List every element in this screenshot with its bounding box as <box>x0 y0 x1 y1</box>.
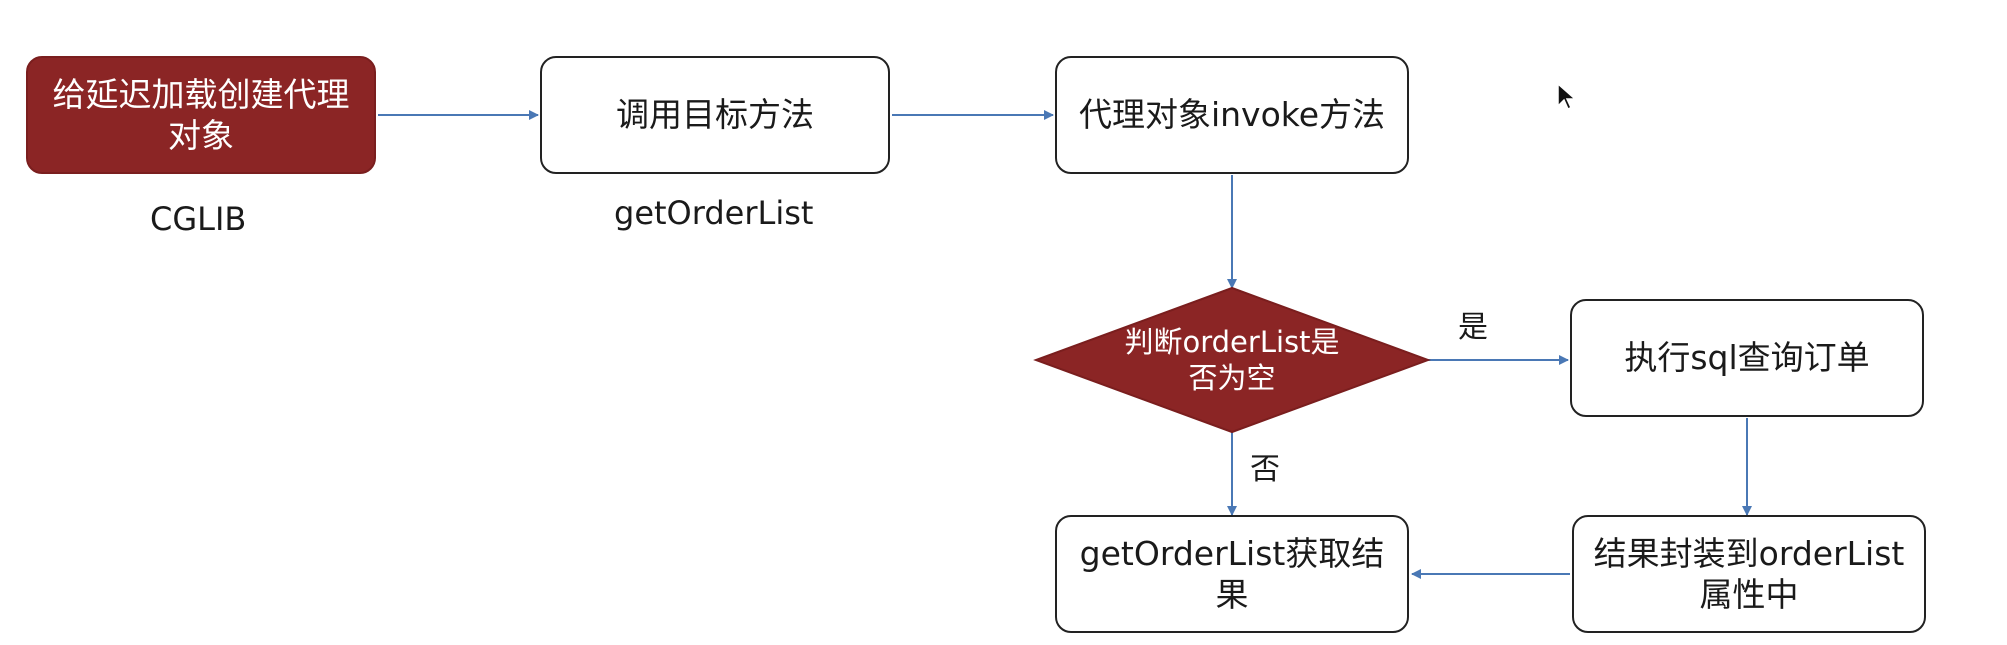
decision-label: 判断orderList是否为空 <box>1124 324 1340 395</box>
call-target-method-node: 调用目标方法 <box>540 56 890 174</box>
create-proxy-node: 给延迟加载创建代理对象 <box>26 56 376 174</box>
yes-label: 是 <box>1458 310 1488 345</box>
get-order-list-caption: getOrderList <box>614 194 814 232</box>
decision-diamond <box>1033 286 1431 434</box>
get-result-node: getOrderList获取结果 <box>1055 515 1409 633</box>
mouse-pointer-icon <box>1557 82 1577 111</box>
cglib-caption: CGLIB <box>150 200 247 238</box>
no-label: 否 <box>1250 452 1280 487</box>
exec-sql-node: 执行sql查询订单 <box>1570 299 1924 417</box>
proxy-invoke-node: 代理对象invoke方法 <box>1055 56 1409 174</box>
wrap-result-node: 结果封装到orderList属性中 <box>1572 515 1926 633</box>
